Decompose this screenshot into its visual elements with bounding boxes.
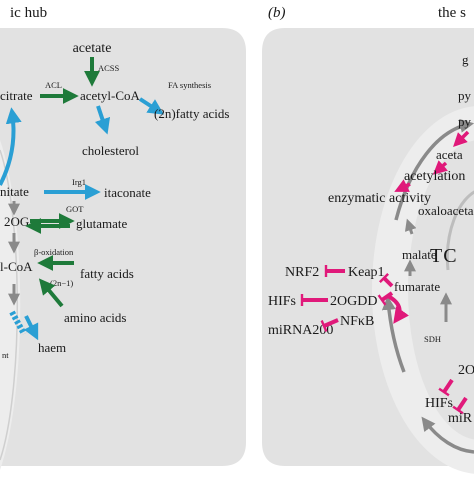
lower-inhibit-2	[452, 396, 468, 415]
acetate-label: acetate	[73, 41, 112, 56]
malate-to-oaa-arrow	[404, 218, 417, 235]
fatty-acids-2n-label: (2n)fatty acids	[154, 106, 229, 121]
panel-a: ic hub acetate ACSS citrate ACL acetyl-C…	[0, 5, 246, 470]
tca-ring-b-inner	[408, 140, 474, 440]
citrate-label: citrate	[0, 88, 33, 103]
cholesterol-label: cholesterol	[82, 143, 139, 158]
two-og-label-a: 2OG	[4, 214, 29, 229]
itaconate-label: itaconate	[104, 185, 151, 200]
tca-center-label: TC	[430, 245, 458, 267]
nrf2-label: NRF2	[285, 265, 319, 280]
fumarate-label: fumarate	[394, 279, 440, 294]
panel-b-title: the s	[438, 5, 466, 21]
nfkb-inhibits-mirna200	[320, 318, 339, 332]
inner-spiral	[445, 190, 474, 271]
glutamate-label: glutamate	[76, 216, 127, 231]
acetyl-fragment-label: aceta	[436, 147, 463, 162]
enzymatic-activity-label: enzymatic activity	[328, 191, 431, 206]
got-label: GOT	[66, 204, 84, 214]
panel-a-title: ic hub	[10, 5, 47, 21]
aconitate-label: nitate	[0, 184, 29, 199]
haem-dashed-arrow	[9, 310, 27, 336]
fatty-acids-2n-1-label: fatty acids	[80, 266, 134, 281]
amino-acids-label: amino acids	[64, 310, 126, 325]
tca-cycle-arrow-left	[381, 295, 406, 373]
tca-cycle-arrow-bottom	[421, 416, 474, 454]
lower-inhibit-1	[438, 378, 454, 397]
acss-label: ACSS	[98, 63, 120, 73]
irg1-label: Irg1	[72, 177, 86, 187]
acl-label: ACL	[45, 80, 62, 90]
oxaloacetate-label: oxaloaceta	[418, 203, 474, 218]
malate-label: malate	[402, 247, 437, 262]
py-label-1: py	[458, 88, 472, 103]
fa-synthesis-arrow	[138, 97, 165, 115]
acetyl-coa-label: acetyl-CoA	[80, 88, 141, 103]
panel-a-background	[0, 28, 246, 466]
mirna200-label: miRNA200	[268, 323, 333, 338]
acetylation-label: acetylation	[404, 169, 465, 184]
fumarate-activates-nfkb	[386, 294, 410, 324]
sdh-label: SDH	[424, 334, 441, 344]
acyl-coa-label: l-CoA	[0, 259, 33, 274]
bottom-fragment-label: nt	[2, 350, 9, 360]
fumarate-inhibits-2ogdd	[377, 291, 394, 306]
fa-synthesis-label: FA synthesis	[168, 80, 211, 90]
haem-label: haem	[38, 340, 66, 355]
panel-b: (b) the s g py py aceta acetylation enzy…	[262, 5, 474, 474]
fatty-acids-2n-1-prefix: (2n−1)	[50, 278, 73, 288]
keap1-label: Keap1	[348, 265, 385, 280]
mir-fragment-label: miR	[448, 411, 473, 426]
cholesterol-arrow	[94, 105, 111, 135]
py-label-2: py	[458, 114, 472, 129]
nfkb-label: NFκB	[340, 314, 374, 329]
amino-acids-arrow	[38, 278, 64, 308]
two-o-fragment-label: 2O	[458, 363, 474, 378]
tca-cycle-arrow-top	[394, 118, 474, 221]
hifs-fragment-label: HIFs	[425, 396, 453, 411]
two-ogdd-label: 2OGDD	[330, 294, 377, 309]
py-arrow	[453, 130, 470, 147]
top-g-label: g	[462, 52, 469, 67]
beta-oxidation-label: β-oxidation	[34, 247, 74, 257]
hifs-label: HIFs	[268, 294, 296, 309]
citrate-export-arrow	[0, 107, 22, 186]
haem-arrow	[23, 315, 39, 341]
fumarate-inhibits-keap1	[378, 272, 394, 288]
acetylation-arrow	[394, 179, 411, 192]
panel-b-label: (b)	[268, 5, 286, 21]
acetyl-arrow	[432, 160, 448, 175]
